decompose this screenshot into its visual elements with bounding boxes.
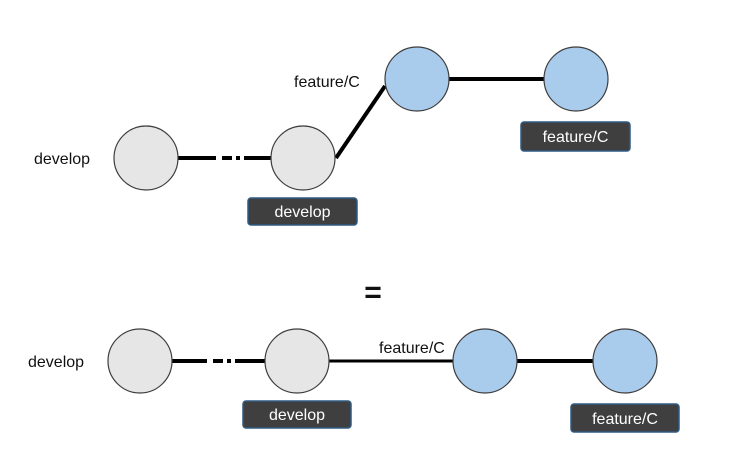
top-commit-feature-1	[384, 46, 450, 112]
top-develop-tag-box	[247, 197, 358, 226]
bottom-develop-branch-label: develop	[28, 354, 84, 371]
top-feature-tag-box	[520, 121, 631, 152]
top-feature-tag: feature/C	[520, 121, 631, 152]
equals-sign: =	[364, 276, 382, 309]
bottom-develop-tag-label: develop	[269, 407, 325, 424]
bottom-commit-develop-1	[107, 328, 173, 394]
top-commit-develop-2	[270, 125, 336, 191]
top-develop-tag: develop	[247, 197, 358, 226]
bottom-feature-tag-label: feature/C	[592, 411, 658, 428]
bottom-diagram: develop feature/C develop feature/C	[28, 328, 680, 433]
bottom-commit-feature-2	[592, 328, 658, 394]
bottom-feature-tag: feature/C	[570, 403, 680, 433]
top-feature-tag-label: feature/C	[543, 129, 609, 146]
bottom-develop-tag-box	[242, 400, 352, 429]
top-commit-feature-2	[543, 46, 609, 112]
top-develop-tag-label: develop	[274, 204, 330, 221]
bottom-commit-develop-2	[264, 328, 330, 394]
bottom-commit-feature-1	[452, 328, 518, 394]
top-commit-develop-1	[113, 125, 179, 191]
bottom-feature-tag-box	[570, 403, 680, 433]
top-edge-branch-diagonal	[334, 84, 387, 160]
top-diagram: develop feature/C develop feature/C	[34, 46, 631, 226]
bottom-develop-tag: develop	[242, 400, 352, 429]
top-develop-branch-label: develop	[34, 151, 90, 168]
bottom-feature-branch-label: feature/C	[379, 340, 445, 357]
top-feature-branch-label: feature/C	[294, 74, 360, 91]
